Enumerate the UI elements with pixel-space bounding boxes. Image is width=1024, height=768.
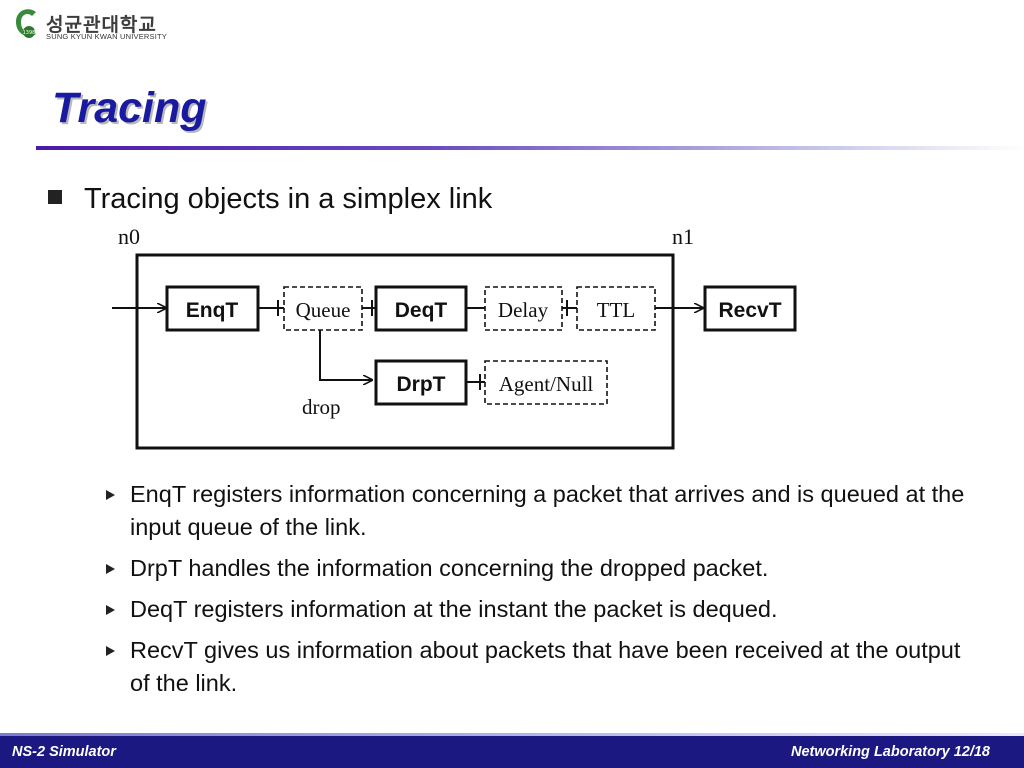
delay-label: Delay xyxy=(498,298,549,322)
list-item: DeqT registers information at the instan… xyxy=(104,593,984,626)
agent-null-box xyxy=(484,360,608,405)
link-box xyxy=(135,253,675,450)
deqt-label: DeqT xyxy=(395,299,448,322)
node-n1-label: n1 xyxy=(672,224,694,249)
logo-korean-text: 성균관대학교 xyxy=(46,14,157,36)
bullet-text: EnqT registers information concerning a … xyxy=(130,481,965,540)
ttl-label: TTL xyxy=(597,298,635,322)
list-item: DrpT handles the information concerning … xyxy=(104,552,984,585)
recvt-label: RecvT xyxy=(718,299,781,322)
triangle-bullet-icon xyxy=(106,564,115,574)
agent-null-label: Agent/Null xyxy=(499,372,594,396)
emblem-icon: 1398 xyxy=(16,9,36,38)
logo-year: 1398 xyxy=(23,30,36,36)
footer-divider xyxy=(0,733,1024,736)
triangle-bullet-icon xyxy=(106,490,115,500)
enqt-box xyxy=(165,285,260,332)
drpt-box xyxy=(374,359,468,406)
ttl-box xyxy=(576,286,656,331)
footer-bar: NS-2 Simulator Networking Laboratory 12/… xyxy=(0,736,1024,768)
logo-english-text: SUNG KYUN KWAN UNIVERSITY xyxy=(46,32,167,41)
square-bullet-icon xyxy=(48,190,64,206)
list-item: RecvT gives us information about packets… xyxy=(104,634,984,700)
title-divider xyxy=(36,146,1024,150)
queue-label: Queue xyxy=(296,298,351,322)
recvt-box xyxy=(703,285,797,332)
queue-box xyxy=(283,286,363,331)
slide-title: Tracing xyxy=(52,84,207,132)
bullet-text: RecvT gives us information about packets… xyxy=(130,637,961,696)
drop-path xyxy=(319,330,372,380)
bullet-list: EnqT registers information concerning a … xyxy=(104,478,984,708)
bullet-text: DeqT registers information at the instan… xyxy=(130,596,778,622)
triangle-bullet-icon xyxy=(106,605,115,615)
list-item: EnqT registers information concerning a … xyxy=(104,478,984,544)
main-point: Tracing objects in a simplex link xyxy=(84,183,493,215)
node-n0-label: n0 xyxy=(118,224,140,249)
footer-lab-page: Networking Laboratory 12/18 xyxy=(790,744,990,760)
simplex-link-diagram: n0 n1 EnqT Queue DeqT Delay TTL RecvT dr… xyxy=(112,224,797,450)
enqt-label: EnqT xyxy=(186,299,239,322)
university-logo: 1398 성균관대학교 SUNG KYUN KWAN UNIVERSITY xyxy=(14,6,184,46)
footer-course-title: NS-2 Simulator xyxy=(12,744,116,760)
bullet-text: DrpT handles the information concerning … xyxy=(130,555,769,581)
drop-label: drop xyxy=(302,395,341,419)
triangle-bullet-icon xyxy=(106,646,115,656)
drpt-label: DrpT xyxy=(397,373,446,396)
